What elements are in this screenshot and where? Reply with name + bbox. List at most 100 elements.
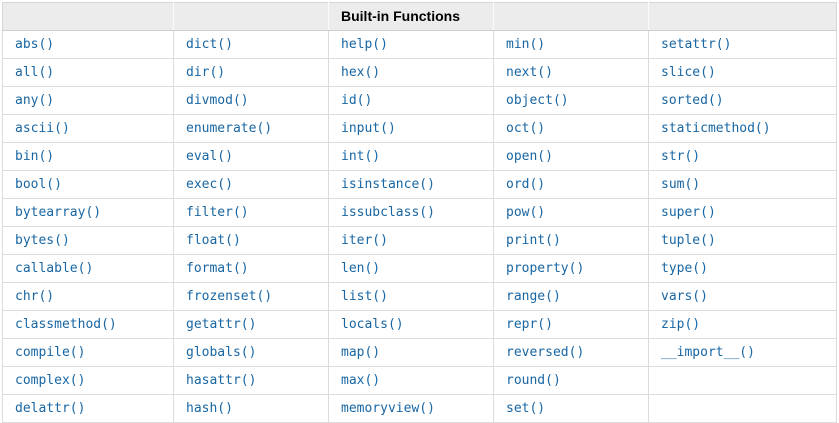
cell: oct() (493, 114, 649, 143)
header-cell-empty (493, 2, 649, 31)
function-link-next[interactable]: next() (506, 65, 553, 80)
function-link-vars[interactable]: vars() (661, 289, 708, 304)
function-link-oct[interactable]: oct() (506, 121, 546, 136)
cell: hex() (328, 58, 494, 87)
cell: next() (493, 58, 649, 87)
function-link-map[interactable]: map() (341, 345, 381, 360)
function-link-dict[interactable]: dict() (186, 37, 233, 52)
function-link-property[interactable]: property() (506, 261, 585, 276)
function-link-bytes[interactable]: bytes() (15, 233, 70, 248)
cell: any() (2, 86, 174, 115)
function-link-issubclass[interactable]: issubclass() (341, 205, 435, 220)
function-link-abs[interactable]: abs() (15, 37, 55, 52)
function-link-frozenset[interactable]: frozenset() (186, 289, 273, 304)
function-link-staticmethod[interactable]: staticmethod() (661, 121, 771, 136)
function-link-ascii[interactable]: ascii() (15, 121, 70, 136)
cell: hash() (173, 394, 329, 423)
function-link-complex[interactable]: complex() (15, 373, 86, 388)
function-link-bool[interactable]: bool() (15, 177, 62, 192)
function-link-zip[interactable]: zip() (661, 317, 701, 332)
cell: getattr() (173, 310, 329, 339)
function-link-input[interactable]: input() (341, 121, 396, 136)
function-link-type[interactable]: type() (661, 261, 708, 276)
function-link-filter[interactable]: filter() (186, 205, 249, 220)
function-link-list[interactable]: list() (341, 289, 388, 304)
cell: frozenset() (173, 282, 329, 311)
table-row: ascii() enumerate() input() oct() static… (2, 114, 837, 143)
function-link-dir[interactable]: dir() (186, 65, 226, 80)
function-link-range[interactable]: range() (506, 289, 561, 304)
function-link-exec[interactable]: exec() (186, 177, 233, 192)
function-link-sorted[interactable]: sorted() (661, 93, 724, 108)
cell: help() (328, 30, 494, 59)
cell: eval() (173, 142, 329, 171)
cell: hasattr() (173, 366, 329, 395)
function-link-divmod[interactable]: divmod() (186, 93, 249, 108)
function-link-slice[interactable]: slice() (661, 65, 716, 80)
table-row: abs() dict() help() min() setattr() (2, 30, 837, 59)
cell: bool() (2, 170, 174, 199)
function-link-delattr[interactable]: delattr() (15, 401, 86, 416)
function-link-int[interactable]: int() (341, 149, 381, 164)
function-link-bin[interactable]: bin() (15, 149, 55, 164)
function-link-format[interactable]: format() (186, 261, 249, 276)
cell: dir() (173, 58, 329, 87)
cell: list() (328, 282, 494, 311)
function-link-tuple[interactable]: tuple() (661, 233, 716, 248)
cell: super() (648, 198, 837, 227)
function-link-eval[interactable]: eval() (186, 149, 233, 164)
function-link-len[interactable]: len() (341, 261, 381, 276)
function-link-min[interactable]: min() (506, 37, 546, 52)
function-link-isinstance[interactable]: isinstance() (341, 177, 435, 192)
function-link-any[interactable]: any() (15, 93, 55, 108)
function-link-hash[interactable]: hash() (186, 401, 233, 416)
cell: range() (493, 282, 649, 311)
function-link-enumerate[interactable]: enumerate() (186, 121, 273, 136)
function-link-repr[interactable]: repr() (506, 317, 553, 332)
function-link-hasattr[interactable]: hasattr() (186, 373, 257, 388)
function-link-globals[interactable]: globals() (186, 345, 257, 360)
function-link-max[interactable]: max() (341, 373, 381, 388)
function-link-callable[interactable]: callable() (15, 261, 94, 276)
cell: bytearray() (2, 198, 174, 227)
function-link-object[interactable]: object() (506, 93, 569, 108)
function-link-sum[interactable]: sum() (661, 177, 701, 192)
cell: float() (173, 226, 329, 255)
function-link-setattr[interactable]: setattr() (661, 37, 732, 52)
function-link-getattr[interactable]: getattr() (186, 317, 257, 332)
function-link-locals[interactable]: locals() (341, 317, 404, 332)
function-link-chr[interactable]: chr() (15, 289, 55, 304)
function-link-open[interactable]: open() (506, 149, 553, 164)
function-link-all[interactable]: all() (15, 65, 55, 80)
cell: input() (328, 114, 494, 143)
function-link-iter[interactable]: iter() (341, 233, 388, 248)
function-link-set[interactable]: set() (506, 401, 546, 416)
function-link-pow[interactable]: pow() (506, 205, 546, 220)
function-link-ord[interactable]: ord() (506, 177, 546, 192)
cell: len() (328, 254, 494, 283)
function-link-import[interactable]: __import__() (661, 345, 755, 360)
table-row: any() divmod() id() object() sorted() (2, 86, 837, 115)
cell: compile() (2, 338, 174, 367)
function-link-reversed[interactable]: reversed() (506, 345, 585, 360)
function-link-float[interactable]: float() (186, 233, 241, 248)
cell: ascii() (2, 114, 174, 143)
function-link-compile[interactable]: compile() (15, 345, 86, 360)
function-link-str[interactable]: str() (661, 149, 701, 164)
header-cell-empty (648, 2, 837, 31)
table-header-row: Built-in Functions (2, 2, 837, 31)
function-link-bytearray[interactable]: bytearray() (15, 205, 102, 220)
cell: format() (173, 254, 329, 283)
cell: pow() (493, 198, 649, 227)
function-link-memoryview[interactable]: memoryview() (341, 401, 435, 416)
function-link-round[interactable]: round() (506, 373, 561, 388)
function-link-classmethod[interactable]: classmethod() (15, 317, 117, 332)
function-link-help[interactable]: help() (341, 37, 388, 52)
cell: type() (648, 254, 837, 283)
function-link-print[interactable]: print() (506, 233, 561, 248)
function-link-hex[interactable]: hex() (341, 65, 381, 80)
function-link-super[interactable]: super() (661, 205, 716, 220)
function-link-id[interactable]: id() (341, 93, 373, 108)
table-row: compile() globals() map() reversed() __i… (2, 338, 837, 367)
